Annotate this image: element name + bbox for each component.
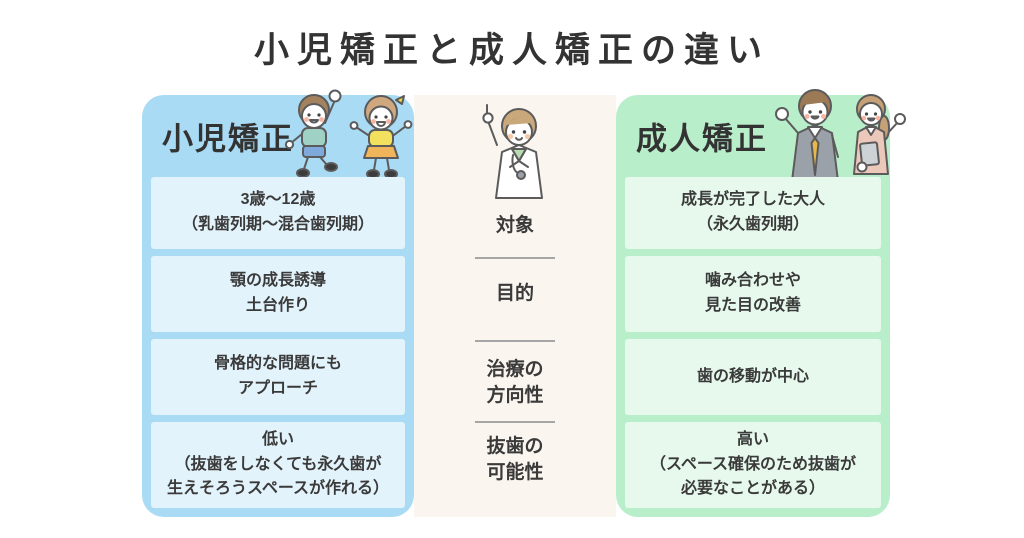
adult-column-title: 成人矯正 [636,121,768,157]
cell-text-line: （乳歯列期〜混合歯列期） [181,216,374,233]
category-text-line: 治療の [486,359,544,380]
category-text-line: 抜歯の [486,436,544,457]
cell-text-line: 3歳〜12歳 [240,191,316,209]
category-label-extraction: 抜歯の 可能性 [414,434,616,485]
divider [475,340,555,342]
page-title: 小児矯正と成人矯正の違い [253,31,770,70]
adult-cells: 成長が完了した大人 （永久歯列期） 噛み合わせや 見た目の改善 歯の移動が中心 … [625,177,881,508]
pediatric-target-cell: 3歳〜12歳 （乳歯列期〜混合歯列期） [151,177,405,249]
cell-text-line: 低い [261,430,294,448]
cell-text-line: 成長が完了した大人 [680,191,825,209]
adult-direction-cell: 歯の移動が中心 [625,339,881,415]
pediatric-column-title: 小児矯正 [162,121,294,157]
divider [475,257,555,259]
cell-text-line: 骨格的な問題にも [213,355,342,373]
adult-extraction-cell: 高い （スペース確保のため抜歯が 必要なことがある） [625,422,881,508]
pediatric-column: 小児矯正 [142,89,414,517]
children-icon [284,89,413,179]
cell-text-line: 土台作り [245,297,310,314]
pediatric-cells: 3歳〜12歳 （乳歯列期〜混合歯列期） 顎の成長誘導 土台作り 骨格的な問題にも… [151,177,405,508]
pediatric-column-header: 小児矯正 [142,89,414,179]
cell-text-line: 顎の成長誘導 [229,272,326,290]
cell-text-line: 見た目の改善 [704,297,801,314]
category-text-line: 方向性 [486,384,544,406]
category-label-direction: 治療の 方向性 [414,357,616,408]
adults-icon [775,89,906,182]
adult-column-header: 成人矯正 [616,89,906,182]
doctor-icon [482,104,543,199]
cell-text-line: 生えそろうスペースが作れる） [166,480,390,498]
adult-column: 成人矯正 [616,89,906,517]
category-column: 対象 目的 治療の 方向性 抜歯の 可能性 [414,95,616,517]
cell-text-line: 高い [736,430,769,448]
cell-text-line: （スペース確保のため抜歯が [649,455,857,473]
category-text-line: 対象 [495,215,534,236]
divider [475,421,555,423]
adult-target-cell: 成長が完了した大人 （永久歯列期） [625,177,881,249]
cell-text-line: 歯の移動が中心 [696,367,809,385]
cell-text-line: 必要なことがある） [680,480,825,498]
adult-purpose-cell: 噛み合わせや 見た目の改善 [625,256,881,332]
pediatric-direction-cell: 骨格的な問題にも アプローチ [151,339,405,415]
cell-text-line: （永久歯列期） [696,216,809,233]
category-text-line: 目的 [495,283,534,304]
category-text-line: 可能性 [486,461,544,483]
cell-text-line: 噛み合わせや [704,272,801,290]
pediatric-purpose-cell: 顎の成長誘導 土台作り [151,256,405,332]
cell-text-line: アプローチ [237,380,318,397]
category-label-purpose: 目的 [414,281,616,307]
pediatric-extraction-cell: 低い （抜歯をしなくても永久歯が 生えそろうスペースが作れる） [151,422,405,508]
category-label-target: 対象 [414,213,616,239]
cell-text-line: （抜歯をしなくても永久歯が [174,455,382,473]
